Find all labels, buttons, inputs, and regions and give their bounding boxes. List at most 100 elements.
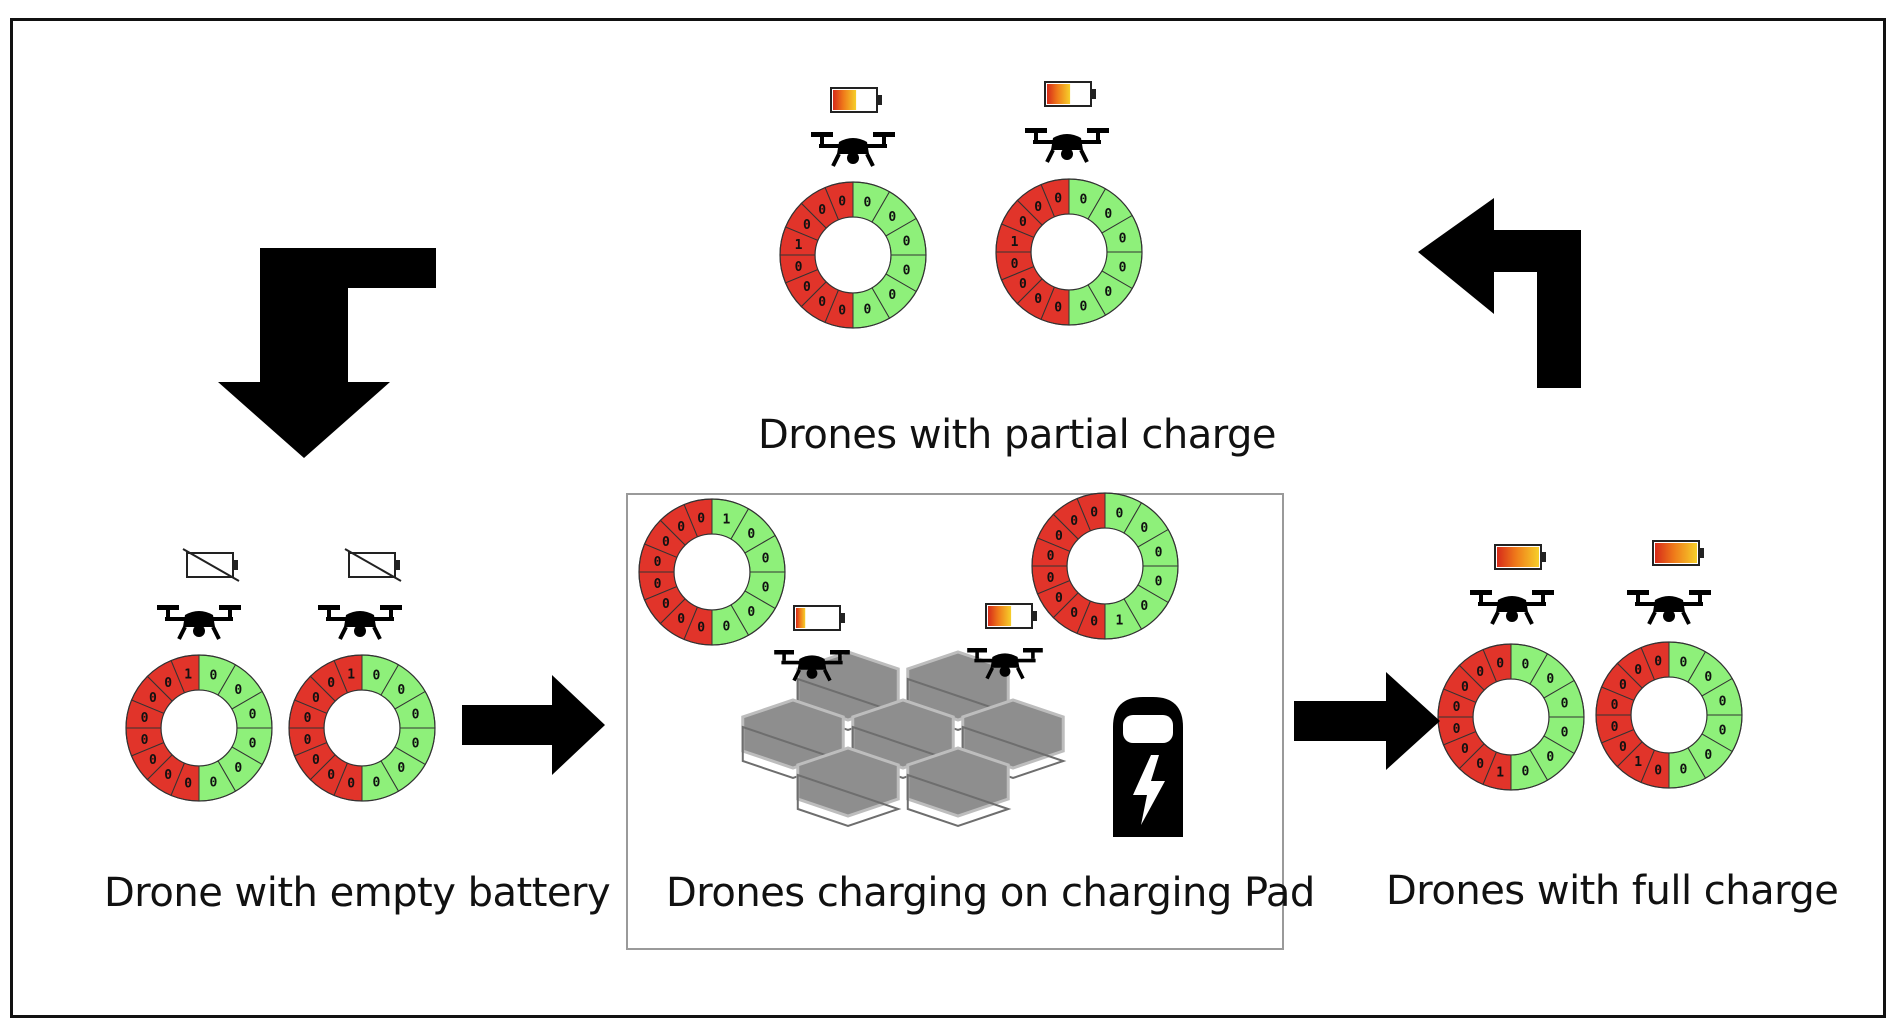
ring-bit-label: 0: [209, 668, 217, 683]
ring-bit-label: 1: [1634, 755, 1642, 770]
ring-bit-label: 0: [1054, 192, 1062, 207]
ring-bit-label: 0: [1047, 571, 1055, 586]
drone-icon: [318, 605, 402, 640]
drone-mast-right: [228, 608, 232, 617]
battery-full-icon: [1494, 544, 1546, 570]
ring-bit-label: 0: [1634, 663, 1642, 678]
charging-station-icon: [1113, 697, 1183, 837]
ring-outline: [125, 654, 273, 802]
ring-bit-label: 0: [747, 605, 755, 620]
ring-bit-label: 0: [903, 263, 911, 278]
drone-camera: [1506, 610, 1518, 622]
drone-icon: [1627, 590, 1711, 625]
ring-bit-label: 0: [863, 195, 871, 210]
ring-bit-label: 1: [184, 668, 192, 683]
drone-rotor-left: [1627, 590, 1649, 595]
ring-bit-label: 0: [677, 520, 685, 535]
ring-bit-label: 0: [1611, 698, 1619, 713]
ring-hole: [1066, 527, 1144, 605]
drone-legs: [1490, 611, 1534, 625]
ring-bit-label: 0: [1070, 606, 1078, 621]
drone-body: [1653, 596, 1685, 612]
ring-hole: [1472, 678, 1550, 756]
ring-bit-label: 0: [888, 210, 896, 225]
ring-bit-label: 0: [164, 768, 172, 783]
caption-empty-battery: Drone with empty battery: [104, 870, 611, 916]
arrow-down-left-icon: [218, 248, 436, 458]
battery-empty-icon: [182, 548, 240, 582]
drone-mast-left: [327, 608, 331, 617]
drone-legs: [1045, 149, 1089, 163]
drone-mast-left: [1636, 593, 1640, 602]
ring-bit-label: 0: [304, 733, 312, 748]
drone-rotor-right: [1087, 128, 1109, 133]
ring-bit-label: 0: [795, 260, 803, 275]
ring-bit-label: 0: [141, 711, 149, 726]
lightning-icon: [1133, 755, 1165, 825]
battery-fill: [988, 606, 1012, 626]
drone-rotor-left: [774, 650, 794, 655]
pad-hex-edge: [796, 773, 902, 828]
battery-tip: [395, 560, 400, 570]
caption-partial-charge: Drones with partial charge: [758, 412, 1277, 458]
ring-bit-label: 0: [1521, 657, 1529, 672]
drone-camera: [1663, 610, 1675, 622]
battery-tip: [1091, 89, 1096, 99]
drone-legs: [985, 666, 1025, 680]
ring-bit-label: 0: [1476, 665, 1484, 680]
pad-hex: [796, 746, 900, 818]
drone-body: [183, 611, 215, 627]
ring-hole: [673, 533, 751, 611]
ring-bit-label: 0: [249, 708, 257, 723]
ring-hole: [160, 689, 238, 767]
drone-rotor-right: [219, 605, 241, 610]
ring-bit-label: 1: [1115, 614, 1123, 629]
battery-fill: [1497, 547, 1539, 567]
caption-full-charge: Drones with full charge: [1386, 868, 1839, 914]
ring-hole: [1030, 213, 1108, 291]
ring-bit-label: 0: [164, 676, 172, 691]
ring-bit-label: 0: [412, 708, 420, 723]
ring-bit-label: 0: [149, 691, 157, 706]
battery-fill: [796, 608, 806, 628]
arrow-right-icon: [462, 675, 605, 775]
battery-tip: [1032, 611, 1037, 621]
drone-icon: [811, 132, 895, 167]
ring-bit-label: 0: [1090, 506, 1098, 521]
drone-mast-left: [820, 135, 824, 144]
ring-bit-label: 0: [141, 733, 149, 748]
battery-partial-icon: [985, 603, 1037, 629]
battery-fill: [1655, 543, 1697, 563]
pad-hex: [851, 698, 955, 770]
battery-tip: [1699, 548, 1704, 558]
ring-bit-label: 0: [1119, 232, 1127, 247]
ring-bit-label: 0: [1719, 695, 1727, 710]
battery-tip: [233, 560, 238, 570]
ring-outline: [995, 178, 1143, 326]
battery-tip: [1541, 552, 1546, 562]
ring-bit-label: 0: [1054, 300, 1062, 315]
ring-bit-label: 0: [1704, 670, 1712, 685]
ring-bit-label: 0: [1104, 207, 1112, 222]
ring-hole: [814, 216, 892, 294]
ring-hole: [1630, 676, 1708, 754]
drone-rotor-right: [830, 650, 850, 655]
ring-bit-label: 1: [347, 668, 355, 683]
ring-bit-label: 0: [1115, 506, 1123, 521]
ring-bit-label: 1: [1496, 765, 1504, 780]
drone-camera: [1061, 148, 1073, 160]
drone-icon: [967, 648, 1043, 680]
ring-bit-label: 0: [1546, 672, 1554, 687]
ring-bit-label: 0: [1047, 549, 1055, 564]
ring-bit-label: 0: [677, 612, 685, 627]
drone-mast-left: [166, 608, 170, 617]
ring-bit-label: 0: [838, 303, 846, 318]
ring-bit-label: 0: [1461, 742, 1469, 757]
ring-bit-label: 0: [1654, 763, 1662, 778]
ring-bit-label: 0: [1055, 591, 1063, 606]
ring-outline: [1437, 643, 1585, 791]
caption-charging-pad: Drones charging on charging Pad: [666, 870, 1315, 916]
